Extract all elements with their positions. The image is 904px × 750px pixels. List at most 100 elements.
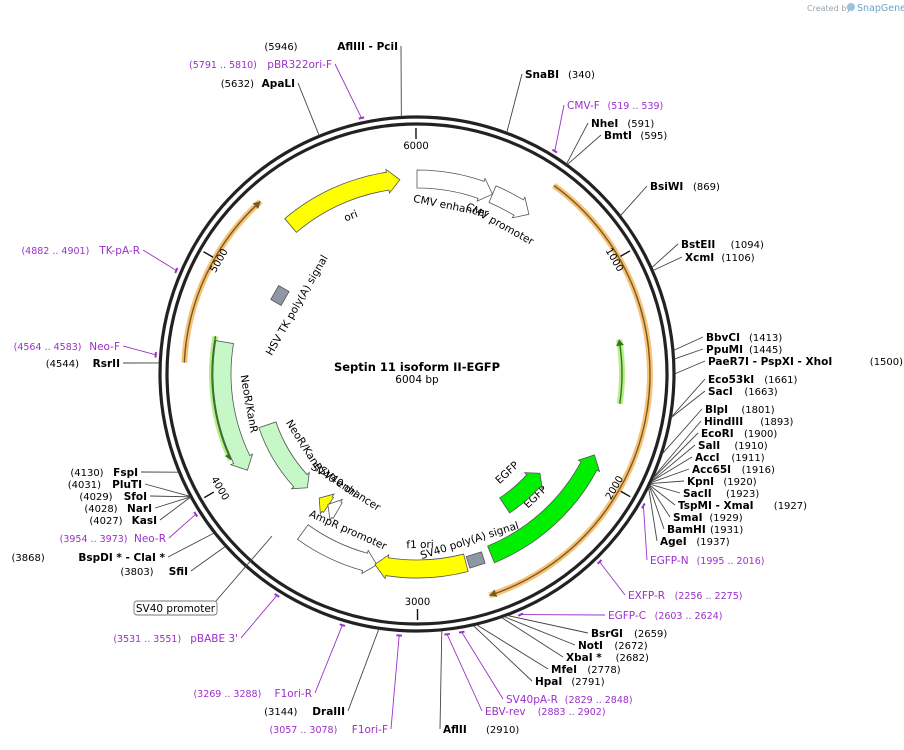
site-sfoi[interactable]: SfoI(4029) — [79, 491, 191, 503]
site-name: EcoRI — [701, 428, 734, 440]
site-mfei[interactable]: MfeI(2778) — [476, 624, 621, 676]
site-name: AflIII - PciI — [337, 41, 398, 53]
feature-ampr-promoter[interactable] — [296, 524, 378, 575]
site-smai[interactable]: SmaI(1929) — [649, 485, 743, 524]
site-position: (1995 .. 2016) — [697, 556, 765, 567]
site-pbr322ori-f[interactable]: pBR322ori-F(5791 .. 5810) — [189, 59, 365, 120]
site-ebv-rev[interactable]: EBV-rev(2883 .. 2902) — [444, 632, 606, 718]
site-leader — [240, 595, 278, 639]
site-tspmi-xmai[interactable]: TspMI - XmaI(1927) — [649, 484, 807, 512]
site-neo-r[interactable]: Neo-R(3954 .. 3973) — [60, 511, 199, 545]
site-sv40pa-r[interactable]: SV40pA-R(2829 .. 2848) — [458, 630, 633, 706]
site-position: (4028) — [84, 504, 117, 515]
feature-neor-kanr[interactable] — [212, 340, 254, 471]
site-nari[interactable]: NarI(4028) — [84, 496, 191, 515]
site-bsteii[interactable]: BstEII(1094) — [651, 239, 764, 268]
site-position: (1923) — [726, 489, 759, 500]
feature-sv40-enhancer[interactable] — [327, 498, 344, 522]
site-fspi[interactable]: FspI(4130) — [70, 467, 179, 479]
site-name: TK-pA-R — [98, 245, 140, 257]
site-f1ori-f[interactable]: F1ori-F(3057 .. 3078) — [269, 634, 402, 736]
feature-neor-kanr[interactable] — [258, 421, 310, 490]
site-agei[interactable]: AgeI(1937) — [648, 487, 730, 548]
backbone-outer-strand — [158, 115, 676, 633]
site-sali[interactable]: SalI(1910) — [651, 440, 768, 482]
site-noti[interactable]: NotI(2672) — [504, 616, 648, 652]
site-kpni[interactable]: KpnI(1920) — [650, 476, 757, 488]
site-blpi[interactable]: BlpI(1801) — [662, 404, 775, 454]
site-bsiwi[interactable]: BsiWI(869) — [620, 181, 720, 216]
site-hindiii[interactable]: HindIII(1893) — [653, 416, 794, 478]
site-label-layer: AflIII - PciI(5946)pBR322ori-F(5791 .. 5… — [12, 41, 904, 736]
site-acc65i[interactable]: Acc65I(1916) — [650, 464, 775, 483]
feature-cmv-enhancer[interactable] — [416, 169, 494, 202]
site-name: EGFP-N — [650, 555, 689, 567]
orf-layer — [181, 183, 653, 599]
feature-sv40-ori[interactable] — [318, 493, 335, 515]
site-position: (1893) — [760, 417, 793, 428]
site-leader — [642, 505, 648, 561]
orf-line — [211, 336, 232, 461]
feature-ori[interactable] — [284, 168, 401, 233]
feature-label-ori: ori — [342, 208, 359, 224]
feature-label-f1-ori: f1 ori — [406, 539, 434, 551]
site-position: (1663) — [744, 387, 777, 398]
site-bspdi-clai[interactable]: BspDI * - ClaI *(3868) — [12, 532, 215, 564]
sv40-promoter-leader — [215, 535, 273, 602]
site-sacii[interactable]: SacII(1923) — [650, 483, 759, 500]
site-draiii[interactable]: DraIII(3144) — [264, 628, 380, 718]
site-leader — [650, 468, 690, 483]
site-neo-f[interactable]: Neo-F(4564 .. 4583) — [14, 341, 157, 358]
site-position: (1900) — [744, 429, 777, 440]
site-pluti[interactable]: PluTI(4031) — [68, 479, 190, 497]
site-position: (1929) — [709, 513, 742, 524]
site-paer7i-pspxi-xhoi[interactable]: PaeR7I - PspXI - XhoI(1500) — [674, 356, 903, 375]
feature-egfp[interactable] — [487, 454, 601, 564]
site-position: (3803) — [120, 567, 153, 578]
primer-mark — [358, 116, 365, 120]
site-pbabe-3[interactable]: pBABE 3'(3531 .. 3551) — [113, 593, 280, 645]
backbone-inner-strand — [165, 122, 669, 626]
sv40-promoter-callout[interactable]: SV40 promoter — [133, 535, 273, 616]
site-exfp-r[interactable]: EXFP-R(2256 .. 2275) — [596, 559, 743, 602]
feature-egfp[interactable] — [499, 472, 543, 514]
site-leader — [446, 634, 483, 712]
site-f1ori-r[interactable]: F1ori-R(3269 .. 3288) — [193, 623, 346, 700]
site-rsrii[interactable]: RsrII(4544) — [46, 358, 160, 370]
site-hpai[interactable]: HpaI(2791) — [473, 625, 605, 688]
site-position: (2256 .. 2275) — [675, 591, 743, 602]
site-afliii-pcii[interactable]: AflIII - PciI(5946) — [264, 41, 402, 117]
site-tk-pa-r[interactable]: TK-pA-R(4882 .. 4901) — [21, 245, 179, 274]
site-xbai[interactable]: XbaI *(2682) — [501, 617, 649, 664]
site-aflii[interactable]: AflII(2910) — [439, 630, 519, 736]
site-ecori[interactable]: EcoRI (1900) — [652, 428, 778, 479]
site-eco53ki[interactable]: Eco53kI(1661) — [671, 374, 798, 418]
feature-f1-ori[interactable] — [374, 553, 469, 580]
site-snabi[interactable]: SnaBI(340) — [506, 69, 595, 133]
site-egfp-c[interactable]: EGFP-C(2603 .. 2624) — [517, 610, 722, 622]
site-bmti[interactable]: BmtI(595) — [567, 130, 667, 165]
site-position: (4027) — [89, 516, 122, 527]
site-xcmi[interactable]: XcmI(1106) — [653, 252, 755, 271]
site-bbvci[interactable]: BbvCI(1413) — [673, 332, 782, 351]
feature-sv40-poly-a-signal[interactable] — [465, 551, 486, 569]
site-apali[interactable]: ApaLI(5632) — [221, 78, 320, 136]
site-leader — [507, 615, 589, 634]
feature-hsv-tk-poly-a-signal[interactable] — [270, 285, 290, 306]
orf-band — [181, 199, 263, 363]
site-bamhi[interactable]: BamHI(1931) — [648, 486, 743, 536]
site-bsrgi[interactable]: BsrGI(2659) — [507, 615, 668, 640]
site-saci[interactable]: SacI(1663) — [671, 386, 778, 418]
feature-cmv-promoter[interactable] — [488, 185, 530, 219]
site-kasi[interactable]: KasI(4027) — [89, 496, 191, 527]
site-leader — [190, 546, 226, 572]
tick-mark — [203, 491, 215, 499]
site-nhei[interactable]: NheI(591) — [566, 118, 655, 165]
site-cmv-f[interactable]: CMV-F(519 .. 539) — [551, 100, 663, 154]
site-egfp-n[interactable]: EGFP-N (1995 .. 2016) — [641, 502, 765, 567]
site-ppumi[interactable]: PpuMI(1445) — [674, 344, 783, 360]
site-leader — [649, 484, 676, 506]
site-acci[interactable]: AccI(1911) — [651, 452, 765, 482]
site-leader — [662, 408, 703, 454]
site-sfii[interactable]: SfiI(3803) — [120, 546, 226, 578]
